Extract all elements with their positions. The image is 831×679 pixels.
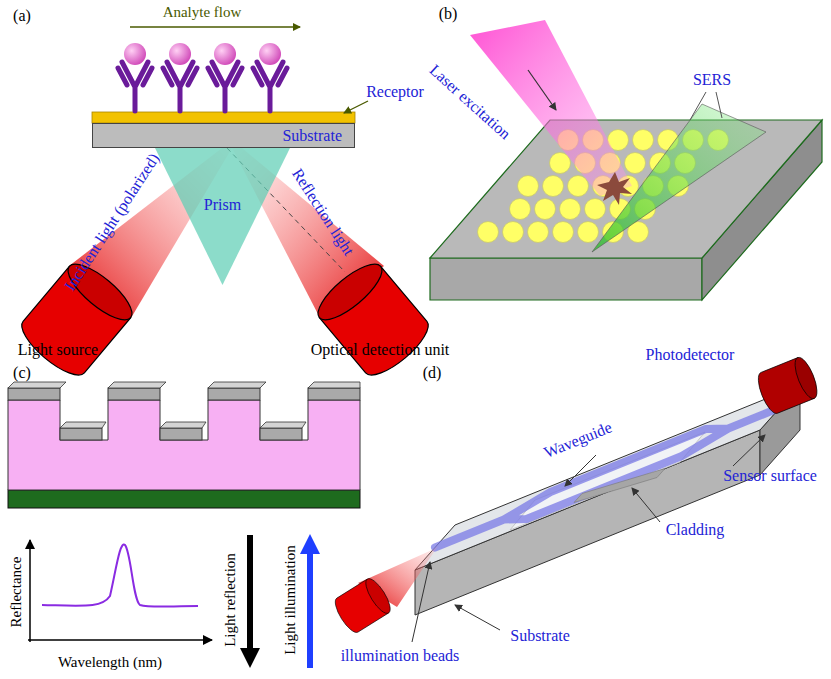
beam-label: Laser excitation [426, 61, 514, 143]
panel-tag: (d) [423, 364, 442, 382]
flow-label: Analyte flow [163, 4, 242, 21]
node-text: Prism [204, 196, 241, 214]
nanoparticle [478, 222, 499, 243]
callout-label: Sensor surface [723, 467, 817, 485]
substrate-box: Substrate [92, 123, 355, 148]
nanoparticle [510, 199, 531, 220]
nanoparticle [560, 199, 581, 220]
nanoparticle [633, 130, 654, 151]
device-label: Optical detection unit [311, 341, 450, 359]
panel-tag: (c) [13, 364, 31, 382]
nanoparticle [528, 222, 549, 243]
device-label: Light source [18, 341, 98, 359]
panel-tag: (a) [13, 7, 31, 25]
nanoparticle [585, 199, 606, 220]
nanoparticle [503, 222, 524, 243]
callout-label: Substrate [510, 627, 570, 645]
callout-label: Cladding [666, 521, 725, 539]
nanoparticle [568, 176, 589, 197]
nanoparticle [535, 199, 556, 220]
axis-label: Wavelength (nm) [58, 654, 162, 671]
callout-label: Photodetector [646, 346, 735, 364]
nanoparticle [625, 153, 646, 174]
arrow-label: Light reflection [222, 553, 239, 647]
callout-label: Receptor [366, 83, 424, 101]
nanoparticle [550, 153, 571, 174]
axis-label: Reflectance [8, 557, 25, 628]
prism-outline [155, 148, 290, 285]
nanoparticle [518, 176, 539, 197]
node-text: Substrate [282, 127, 342, 145]
arrow-label: Light illumination [282, 545, 299, 655]
nanoparticle [578, 222, 599, 243]
nanoparticle [543, 176, 564, 197]
callout-label: Waveguide [542, 418, 615, 461]
prism-shape: Prism [155, 148, 290, 285]
callout-label: illumination beads [341, 647, 460, 665]
nanoparticle [553, 222, 574, 243]
callout-label: SERS [693, 71, 731, 89]
panel-tag: (b) [439, 5, 458, 23]
